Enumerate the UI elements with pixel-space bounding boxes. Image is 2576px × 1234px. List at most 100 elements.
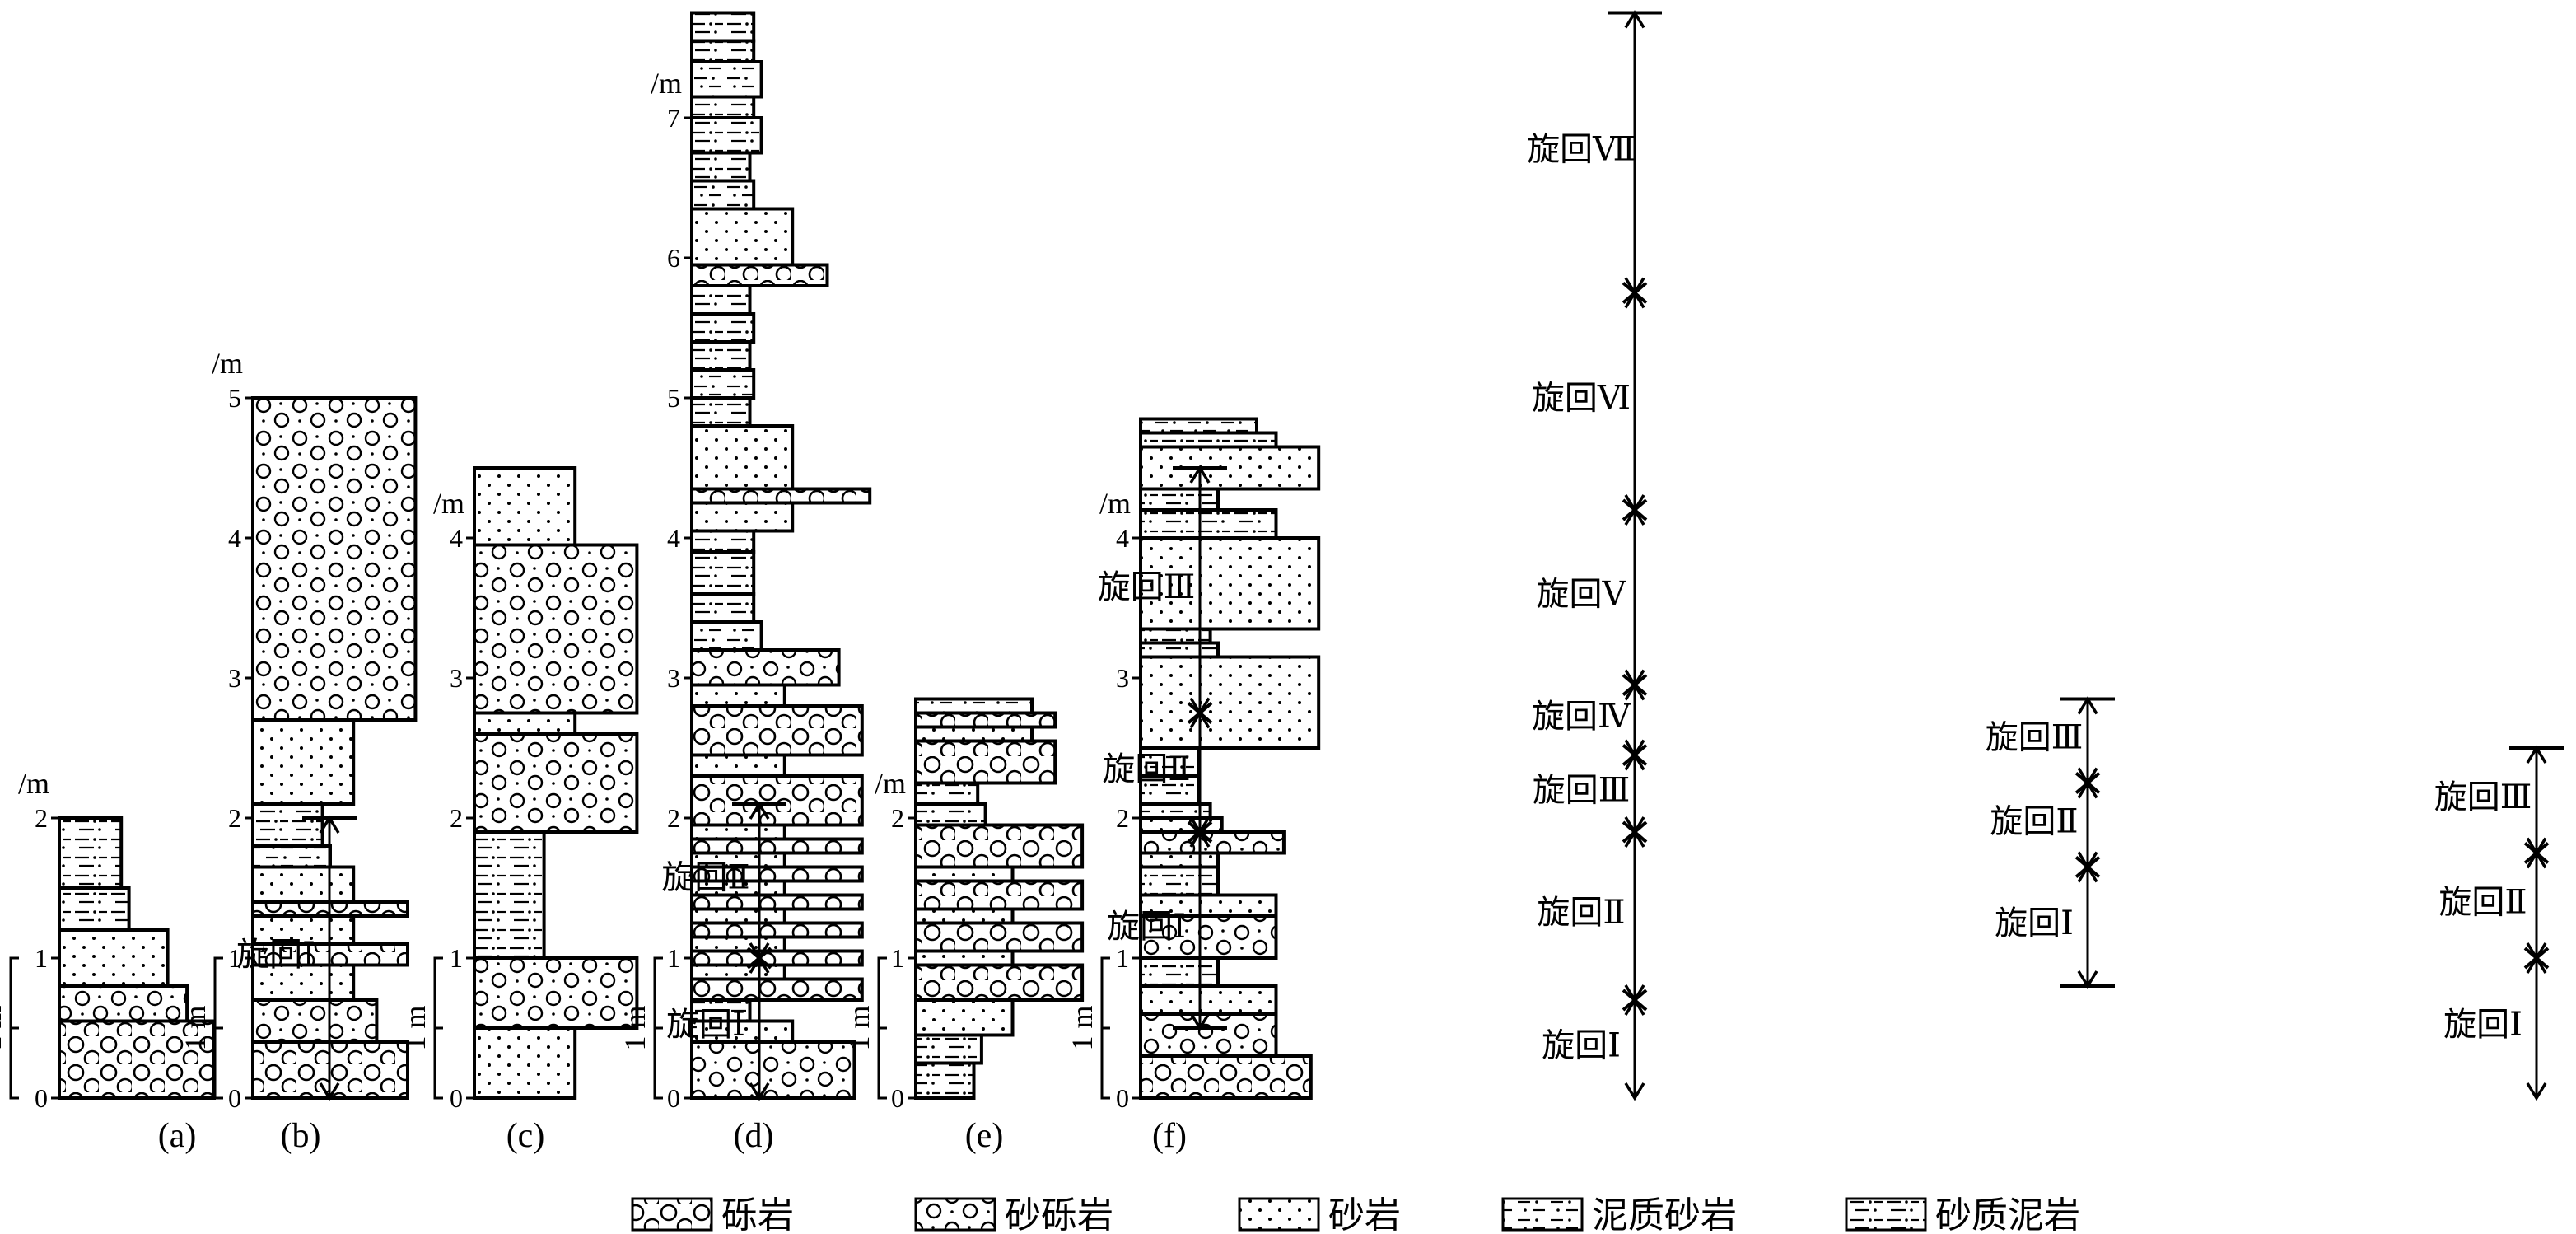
- legend-item-sandstone: 砂岩: [1238, 1195, 1401, 1234]
- cycle-label: 旋回Ⅱ: [2438, 883, 2527, 920]
- column-caption: (c): [506, 1117, 545, 1155]
- axis-tick-label: 2: [1116, 803, 1129, 833]
- bed-sandstone: [690, 753, 786, 778]
- axis-tick-label: 5: [667, 383, 680, 413]
- bed-sandstone: [473, 711, 577, 736]
- axis-tick-label: 2: [667, 803, 680, 833]
- bed-sandy-mudstone: [1139, 865, 1220, 897]
- legend-item-sandy-mudstone: 砂质泥岩: [1845, 1195, 2080, 1234]
- axis-tick-label: 2: [35, 803, 48, 833]
- bed-sandy-conglomerate: [473, 543, 639, 715]
- bed-sandy-mudstone: [690, 396, 752, 428]
- bed-sandstone: [914, 907, 1015, 925]
- bed-conglomerate: [914, 921, 1085, 953]
- axis-tick-label: 1: [891, 943, 904, 973]
- bed-muddy-sandstone: [690, 620, 763, 652]
- cycle-label: 旋回Ⅳ: [1532, 698, 1631, 735]
- bed-sandstone: [251, 865, 356, 904]
- axis-tick-label: 1: [450, 943, 463, 973]
- columns-layer: 012/m1 m(a)旋回Ⅰ012345/m1 m(b)旋回Ⅰ旋回Ⅱ01234/…: [0, 10, 2564, 1155]
- column-caption: (a): [158, 1117, 197, 1155]
- bed-conglomerate: [690, 893, 864, 911]
- axis-tick-label: 0: [667, 1083, 680, 1113]
- bed-conglomerate: [914, 711, 1057, 729]
- axis-tick-label: 1: [228, 943, 241, 973]
- muddy-sandstone-swatch: [1501, 1197, 1584, 1232]
- bed-sandstone: [690, 963, 786, 981]
- sandstone-swatch: [1238, 1197, 1320, 1232]
- legend-label-sandy-conglomerate: 砂砾岩: [1005, 1195, 1113, 1234]
- bed-sandstone: [473, 466, 577, 547]
- cycle-boundary-mark: [2074, 771, 2101, 795]
- cycle-label: 旋回Ⅵ: [1532, 379, 1631, 416]
- cycle-boundary-mark: [1622, 820, 1648, 844]
- cycle-arrowhead-down: [2526, 1082, 2547, 1101]
- axis-tick-label: 5: [228, 383, 241, 413]
- legend-item-conglomerate: 砾岩: [631, 1195, 794, 1234]
- bed-sandstone: [690, 851, 786, 869]
- axis-tick-label: 2: [891, 803, 904, 833]
- axis-tick-label: 1: [35, 943, 48, 973]
- bed-sandstone: [690, 907, 786, 925]
- column-caption: (d): [734, 1117, 774, 1155]
- cycle-label: 旋回Ⅰ: [1542, 1027, 1621, 1064]
- bed-sandy-conglomerate: [473, 956, 639, 1030]
- bed-muddy-sandstone: [690, 179, 756, 211]
- bed-sandy-mudstone: [1139, 627, 1212, 645]
- cycle-label: 旋回Ⅰ: [2443, 1006, 2522, 1043]
- bed-sandy-mudstone: [690, 151, 752, 183]
- bed-conglomerate: [251, 942, 409, 967]
- axis-tick-label: 3: [450, 663, 463, 693]
- bed-sandstone: [1139, 655, 1321, 750]
- bed-sandy-mudstone: [914, 802, 987, 827]
- column-caption: (e): [965, 1117, 1004, 1155]
- cycle-label: 旋回Ⅲ: [1533, 771, 1631, 808]
- unit-label: /m: [651, 67, 682, 100]
- cycle-boundary-mark: [1622, 989, 1648, 1012]
- bed-conglomerate: [690, 263, 829, 287]
- bed-sandy-mudstone: [1139, 774, 1201, 806]
- cycle-boundary-mark: [1622, 743, 1648, 767]
- axis-tick-label: 4: [667, 523, 680, 553]
- bed-sandstone: [251, 914, 356, 946]
- cycle-boundary-mark: [2523, 947, 2550, 970]
- bed-sandy-conglomerate: [58, 984, 189, 1023]
- legend: 砾岩 砂砾岩 砂岩 泥质砂岩 砂质泥岩: [631, 1195, 2080, 1234]
- bed-sandy-mudstone: [690, 340, 752, 372]
- legend-label-conglomerate: 砾岩: [721, 1195, 794, 1234]
- cycle-label: 旋回Ⅲ: [1986, 719, 2084, 756]
- bed-sandy-mudstone: [690, 95, 756, 119]
- axis-tick-label: 4: [228, 523, 241, 553]
- scale-bar-label: 1 m: [842, 1005, 875, 1050]
- bed-sandstone: [58, 928, 170, 988]
- axis-tick-label: 0: [450, 1083, 463, 1113]
- bed-muddy-sandstone: [690, 60, 763, 99]
- bed-sandstone: [914, 998, 1015, 1037]
- axis-tick-label: 2: [450, 803, 463, 833]
- cycle-arrowhead-up: [1624, 10, 1645, 29]
- bed-muddy-sandstone: [251, 844, 332, 869]
- cycle-label: 旋回Ⅱ: [1537, 894, 1625, 931]
- bed-conglomerate: [690, 774, 864, 827]
- bed-sandy-conglomerate: [1139, 914, 1278, 960]
- bed-sandy-mudstone: [690, 312, 756, 344]
- bed-sandy-conglomerate: [690, 648, 841, 687]
- axis-tick-label: 1: [1116, 943, 1129, 973]
- bed-muddy-sandstone: [914, 697, 1034, 715]
- cycle-boundary-mark: [1622, 498, 1648, 521]
- column-caption: (b): [281, 1117, 321, 1155]
- bed-sandy-mudstone: [1139, 508, 1278, 540]
- unit-label: /m: [212, 347, 243, 380]
- bed-sandstone: [251, 718, 356, 806]
- bed-sandy-mudstone: [690, 550, 756, 596]
- scale-bar-label: 1 m: [399, 1005, 432, 1050]
- stratigraphic-column-a: 012/m1 m(a)旋回Ⅰ: [0, 767, 357, 1155]
- bed-sandy-mudstone: [690, 592, 756, 624]
- bed-muddy-sandstone: [1139, 417, 1258, 435]
- cycle-arrowhead-down: [2077, 970, 2098, 989]
- cycle-arrowhead-down: [1624, 1082, 1645, 1101]
- axis-tick-label: 3: [1116, 663, 1129, 693]
- bed-sandy-mudstone: [473, 830, 546, 960]
